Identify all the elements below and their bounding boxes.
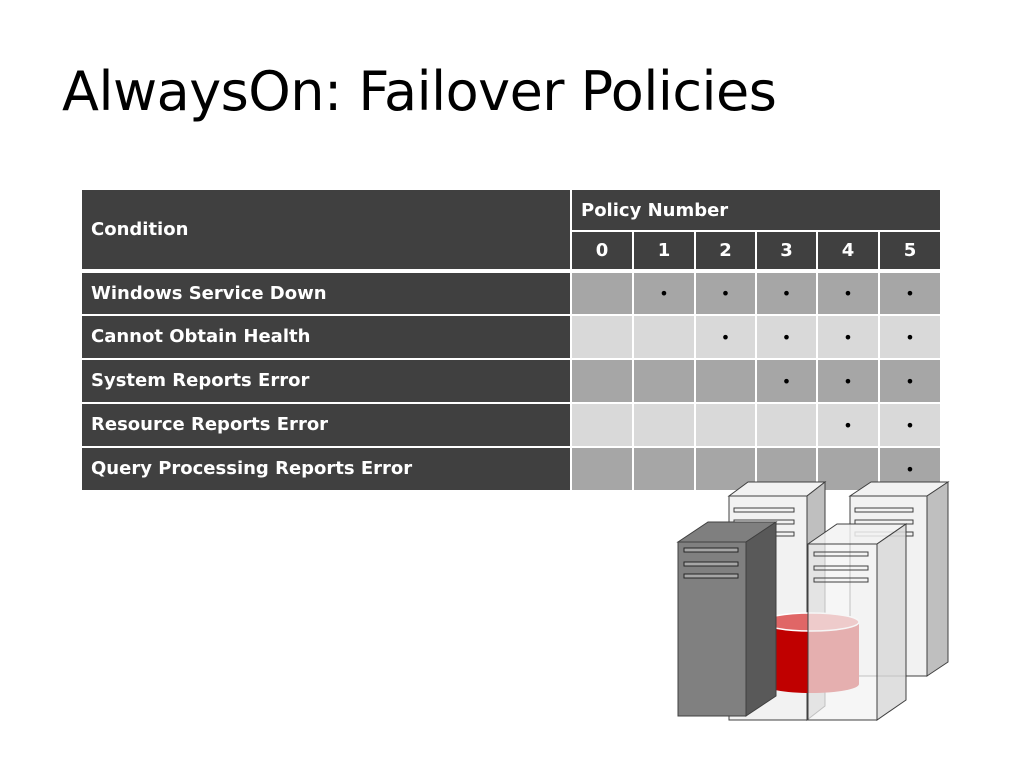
server-cluster-with-database-icon	[676, 480, 950, 722]
policy-cell-2: •	[694, 314, 757, 360]
bullet-dot-icon: •	[781, 327, 792, 347]
policy-cell-4: •	[816, 358, 880, 404]
policy-cell-2	[694, 402, 757, 448]
policy-cell-1: •	[632, 269, 696, 316]
bullet-dot-icon: •	[843, 327, 853, 347]
policy-cell-0	[570, 446, 634, 492]
condition-label: Query Processing Reports Error	[80, 446, 572, 492]
policy-cell-3	[755, 402, 818, 448]
condition-label: Windows Service Down	[80, 269, 572, 316]
policy-cell-5: •	[877, 314, 943, 360]
policy-cell-3: •	[755, 358, 818, 404]
bullet-dot-icon: •	[843, 371, 853, 391]
bullet-dot-icon: •	[843, 415, 853, 435]
policy-cell-0	[570, 358, 634, 404]
bullet-dot-icon: •	[905, 371, 915, 391]
policy-cell-0	[570, 402, 634, 448]
policy-table-row: Windows Service Down • • • • •	[80, 269, 943, 316]
policy-cell-1	[632, 402, 696, 448]
server-front-translucent	[806, 523, 908, 721]
policy-cell-4: •	[816, 314, 880, 360]
bullet-dot-icon: •	[781, 284, 792, 303]
policy-cell-5: •	[877, 402, 943, 448]
policy-number-1: 1	[632, 230, 696, 272]
policy-number-3: 3	[755, 230, 818, 272]
policy-cell-3: •	[755, 269, 818, 316]
policy-table-row: System Reports Error • • •	[80, 358, 943, 404]
condition-label: System Reports Error	[80, 358, 572, 404]
policy-cell-1	[632, 446, 696, 492]
policy-cell-2: •	[694, 269, 757, 316]
policy-cell-2	[694, 358, 757, 404]
policy-number-5: 5	[877, 230, 943, 272]
policy-table-row: Query Processing Reports Error •	[80, 446, 943, 492]
policy-number-header: Policy Number	[569, 188, 943, 232]
condition-label: Resource Reports Error	[80, 402, 572, 448]
failover-policy-table: Condition Policy Number 0 1 2 3 4 5 Wind…	[80, 188, 943, 492]
condition-header: Condition	[80, 188, 572, 272]
policy-cell-0	[570, 269, 634, 316]
policy-cell-4: •	[816, 402, 880, 448]
policy-number-2: 2	[694, 230, 757, 272]
policy-number-0: 0	[570, 230, 634, 272]
policy-cell-5: •	[877, 269, 943, 316]
bullet-dot-icon: •	[843, 284, 853, 303]
policy-cell-5: •	[877, 358, 943, 404]
bullet-dot-icon: •	[781, 371, 792, 391]
policy-table-row: Cannot Obtain Health • • • •	[80, 314, 943, 360]
policy-cell-0	[570, 314, 634, 360]
policy-cell-4: •	[816, 269, 880, 316]
policy-cell-3: •	[755, 314, 818, 360]
bullet-dot-icon: •	[905, 415, 915, 435]
bullet-dot-icon: •	[720, 284, 731, 303]
bullet-dot-icon: •	[905, 327, 915, 347]
policy-cell-1	[632, 358, 696, 404]
condition-label: Cannot Obtain Health	[80, 314, 572, 360]
bullet-dot-icon: •	[720, 327, 731, 347]
server-front-dark	[676, 521, 778, 717]
bullet-dot-icon: •	[905, 284, 915, 303]
bullet-dot-icon: •	[659, 284, 669, 303]
policy-table-row: Resource Reports Error • •	[80, 402, 943, 448]
slide-title: AlwaysOn: Failover Policies	[62, 60, 777, 123]
policy-cell-1	[632, 314, 696, 360]
bullet-dot-icon: •	[905, 459, 915, 479]
policy-number-4: 4	[816, 230, 880, 272]
policy-table-body: Windows Service Down•••••Cannot Obtain H…	[80, 269, 943, 492]
